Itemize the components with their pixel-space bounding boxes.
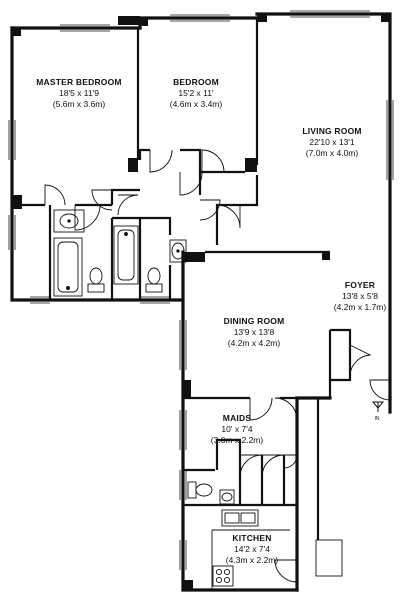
wall-west-bedrooms [10, 26, 182, 302]
room-label-master-bedroom: MASTER BEDROOM 18'5 x 11'9 (5.6m x 3.6m) [36, 77, 121, 110]
room-name: FOYER [344, 280, 376, 290]
sink-icon [219, 489, 235, 505]
room-name: BEDROOM [173, 77, 219, 87]
sink-icon [169, 239, 187, 263]
entrance-mark: IN [375, 416, 380, 422]
room-dimensions-imperial: 13'8 x 5'8 [342, 291, 378, 301]
room-label-maids: MAIDS 10' x 7'4 (3.0m x 2.2m) [211, 413, 263, 446]
toilet-icon [87, 267, 105, 293]
room-dimensions-metric: (4.3m x 2.2m) [225, 555, 279, 565]
windows [8, 10, 394, 570]
columns [12, 14, 390, 590]
room-label-dining-room: DINING ROOM 13'9 x 13'8 (4.2m x 4.2m) [224, 316, 285, 349]
room-dimensions-metric: (3.0m x 2.2m) [210, 435, 264, 445]
wall-corridor-east [295, 396, 332, 592]
sink-icon [224, 512, 256, 524]
entrance-arrow-icon [371, 401, 385, 412]
room-label-bedroom: BEDROOM 15'2 x 11' (4.6m x 3.4m) [170, 77, 222, 110]
stove-icon [212, 565, 234, 587]
bathtub-icon [53, 237, 83, 297]
sink-icon [53, 209, 85, 233]
room-dimensions-metric: (4.2m x 4.2m) [227, 338, 281, 348]
room-name: MASTER BEDROOM [36, 77, 122, 87]
toilet-icon [187, 481, 213, 499]
room-dimensions-metric: (4.6m x 3.4m) [169, 99, 223, 109]
room-name: LIVING ROOM [302, 126, 362, 136]
room-name: MAIDS [222, 413, 252, 423]
door-swing-icon [44, 149, 391, 583]
room-dimensions-imperial: 15'2 x 11' [178, 88, 214, 98]
wall-north-bedroom [138, 16, 259, 30]
room-dimensions-imperial: 10' x 7'4 [221, 424, 253, 434]
room-dimensions-metric: (7.0m x 4.0m) [305, 148, 359, 158]
room-dimensions-imperial: 18'5 x 11'9 [59, 88, 99, 98]
room-label-living-room: LIVING ROOM 22'10 x 13'1 (7.0m x 4.0m) [302, 126, 361, 159]
room-label-kitchen: KITCHEN 14'2 x 7'4 (4.3m x 2.2m) [226, 533, 278, 566]
room-label-foyer: FOYER 13'8 x 5'8 (4.2m x 1.7m) [334, 280, 386, 313]
toilet-icon [145, 267, 163, 293]
room-name: KITCHEN [232, 533, 272, 543]
room-dimensions-imperial: 13'9 x 13'8 [233, 327, 275, 337]
room-dimensions-metric: (4.2m x 1.7m) [333, 302, 387, 312]
room-dimensions-imperial: 22'10 x 13'1 [309, 137, 355, 147]
bathtub-icon [113, 225, 139, 285]
room-dimensions-metric: (5.6m x 3.6m) [52, 99, 106, 109]
refrigerator [315, 539, 343, 577]
room-name: DINING ROOM [223, 316, 285, 326]
room-dimensions-imperial: 14'2 x 7'4 [234, 544, 270, 554]
kitchen-counter [211, 509, 290, 590]
